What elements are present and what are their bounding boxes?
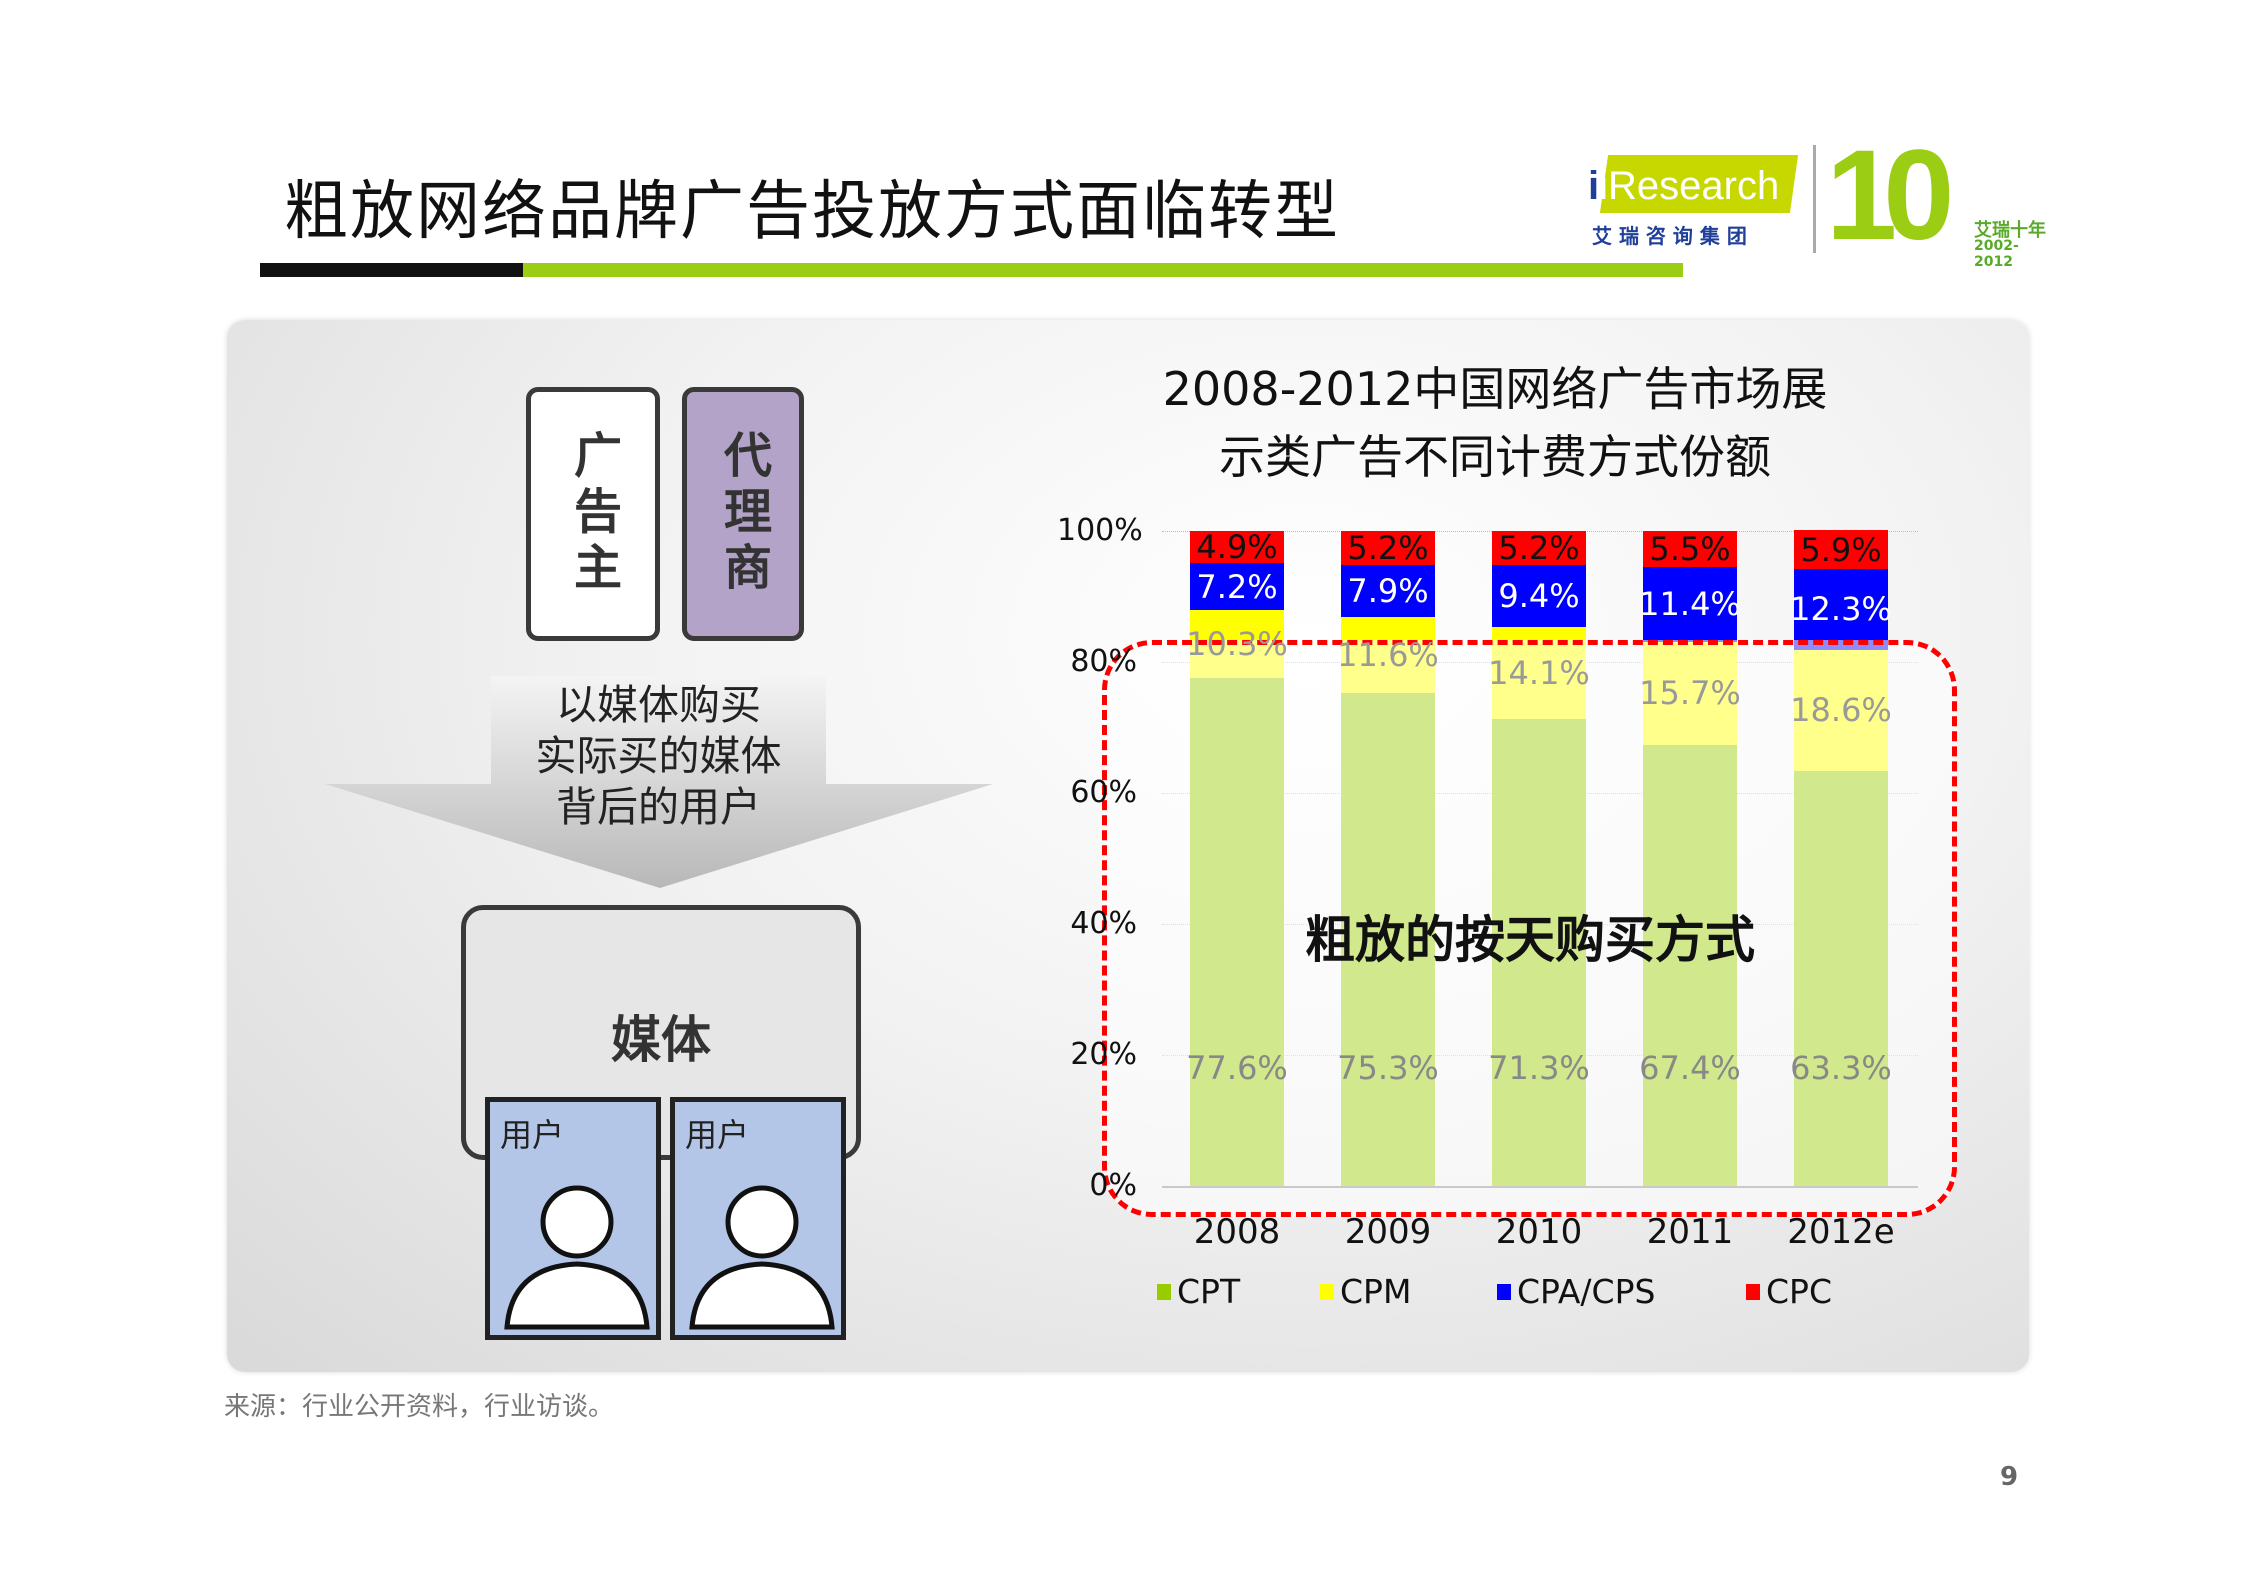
legend-swatch	[1497, 1283, 1511, 1300]
data-label: 18.6%	[1790, 691, 1892, 730]
legend-swatch	[1320, 1283, 1334, 1300]
user-label: 用户	[685, 1116, 750, 1154]
bar-segment-cpc	[1643, 531, 1737, 568]
x-tick-label: 2010	[1495, 1212, 1583, 1252]
bar-segment-cpc	[1341, 531, 1435, 566]
data-label: 10.3%	[1186, 624, 1288, 663]
data-label: 63.3%	[1790, 1049, 1892, 1088]
title-rule-black	[260, 263, 523, 277]
bar-segment-cpa-cps	[1341, 565, 1435, 617]
data-label: 67.4%	[1639, 1049, 1741, 1088]
bar-segment-cpa-cps	[1492, 565, 1586, 627]
data-label: 14.1%	[1488, 653, 1590, 692]
logo-brand: iResearch	[1599, 164, 1780, 208]
down-arrow-icon	[325, 676, 993, 888]
bar-segment-cpa-cps	[1643, 567, 1737, 642]
arrow-text-line: 实际买的媒体	[535, 732, 782, 780]
x-tick-label: 2012e	[1787, 1212, 1895, 1252]
legend-item: CPT	[1157, 1272, 1240, 1311]
chart-annotation: 粗放的按天购买方式	[1305, 911, 1755, 969]
data-label: 9.4%	[1498, 576, 1580, 615]
x-tick-label: 2011	[1646, 1212, 1734, 1252]
legend-item: CPA/CPS	[1497, 1272, 1655, 1311]
legend-label: CPM	[1340, 1272, 1412, 1311]
bar-segment-cpa-cps	[1794, 568, 1888, 650]
data-label: 11.6%	[1337, 635, 1439, 674]
data-label: 77.6%	[1186, 1049, 1288, 1088]
y-tick-label: 100%	[1057, 513, 1143, 548]
data-label: 12.3%	[1790, 590, 1892, 629]
data-label: 5.9%	[1800, 530, 1882, 569]
media-label: 媒体	[611, 1011, 711, 1069]
source-note: 来源：行业公开资料，行业访谈。	[224, 1392, 615, 1422]
agency-box: 代理商	[682, 387, 804, 641]
data-label: 11.4%	[1639, 585, 1741, 624]
bar-segment-cpc	[1190, 531, 1284, 564]
arrow-text-line: 以媒体购买	[556, 681, 761, 729]
y-tick-label: 40%	[1070, 906, 1137, 941]
user-card: 用户	[670, 1097, 846, 1340]
data-label: 5.5%	[1649, 530, 1731, 568]
page-title: 粗放网络品牌广告投放方式面临转型	[284, 175, 1340, 249]
highlight-dashed-box	[1102, 640, 1957, 1217]
user-icon	[504, 1185, 650, 1330]
x-tick-label: 2008	[1193, 1212, 1281, 1252]
arrow-text: 以媒体购买 实际买的媒体 背后的用户	[491, 680, 826, 833]
data-label: 4.9%	[1196, 528, 1278, 567]
data-label: 5.2%	[1347, 529, 1429, 568]
legend-item: CPM	[1320, 1272, 1411, 1311]
logo-divider	[1813, 145, 1816, 253]
anniversary-cn: 艾瑞十年	[1974, 220, 2046, 241]
y-tick-label: 80%	[1070, 644, 1137, 679]
bar-segment-cpc	[1492, 531, 1586, 566]
page-number: 9	[2000, 1462, 2019, 1492]
legend-label: CPC	[1766, 1272, 1832, 1311]
data-label: 71.3%	[1488, 1049, 1590, 1088]
chart-title-line: 2008-2012中国网络广告市场展	[1162, 362, 1828, 416]
bar-segment-cpa-cps	[1190, 563, 1284, 611]
data-label: 75.3%	[1337, 1049, 1439, 1088]
legend-item: CPC	[1746, 1272, 1832, 1311]
bar-segment-cpc	[1794, 530, 1888, 569]
y-tick-label: 0%	[1089, 1168, 1137, 1203]
advertiser-box: 广告主	[526, 387, 660, 641]
chart-title: 2008-2012中国网络广告市场展 示类广告不同计费方式份额	[1100, 355, 1890, 491]
y-tick-label: 20%	[1070, 1037, 1137, 1072]
data-label: 7.9%	[1347, 571, 1429, 610]
chart-title-line: 示类广告不同计费方式份额	[1219, 430, 1771, 484]
user-icon	[689, 1185, 835, 1330]
anniversary-years: 2002-2012	[1974, 238, 2019, 270]
legend-label: CPT	[1177, 1272, 1241, 1311]
title-rule-green	[523, 263, 1683, 277]
legend-swatch	[1157, 1283, 1171, 1300]
logo-brand-cn: 艾 瑞 咨 询 集 团	[1592, 224, 1747, 248]
data-label: 5.2%	[1498, 529, 1580, 568]
anniversary-number: 10	[1826, 124, 1954, 267]
anniversary-logo: 10 艾瑞十年 2002-2012	[1826, 124, 2056, 270]
x-tick-label: 2009	[1344, 1212, 1432, 1252]
data-label: 7.2%	[1196, 567, 1278, 606]
advertiser-label: 广告主	[565, 430, 621, 598]
agency-label: 代理商	[715, 430, 771, 598]
data-label: 15.7%	[1639, 674, 1741, 713]
arrow-text-line: 背后的用户	[556, 783, 761, 831]
user-label: 用户	[500, 1116, 565, 1154]
user-card: 用户	[485, 1097, 661, 1340]
iresearch-logo: iiResearch 艾 瑞 咨 询 集 团	[1588, 150, 1803, 250]
legend-label: CPA/CPS	[1517, 1272, 1656, 1311]
legend-swatch	[1746, 1283, 1760, 1300]
y-tick-label: 60%	[1070, 775, 1137, 810]
